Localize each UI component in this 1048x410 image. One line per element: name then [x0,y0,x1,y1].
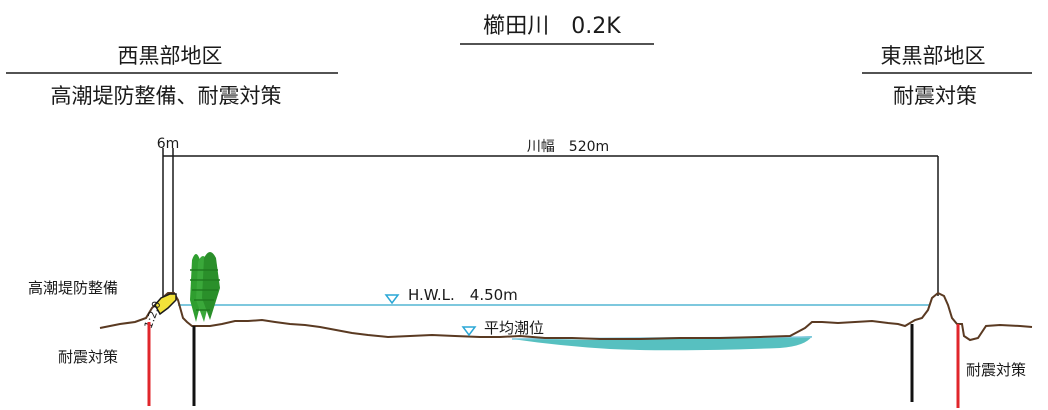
west-district-name: 西黒部地区 [118,44,223,68]
levee-width-label: 6m [157,136,180,152]
ground-profile [99,291,1033,342]
west-works: 高潮堤防整備、耐震対策 [51,84,282,108]
hwl-label: H.W.L. 4.50m [408,286,518,304]
diagram-title: 櫛田川 0.2K [483,14,621,39]
west-levee-slope: 1:2.0 [142,299,164,330]
west-levee-label: 高潮堤防整備 [28,279,118,297]
east-district-name: 東黒部地区 [881,44,986,68]
east-seismic-label: 耐震対策 [966,361,1026,379]
mean-tide-label: 平均潮位 [484,319,544,337]
west-seismic-label: 耐震対策 [58,348,118,366]
east-works: 耐震対策 [893,84,977,108]
tree-icon [190,252,220,322]
hwl-marker-icon [384,294,400,305]
water-body [512,336,812,351]
river-width-label: 川幅 520m [527,139,609,155]
west-levee-fill [154,293,177,316]
mean-tide-marker-icon [461,326,477,337]
